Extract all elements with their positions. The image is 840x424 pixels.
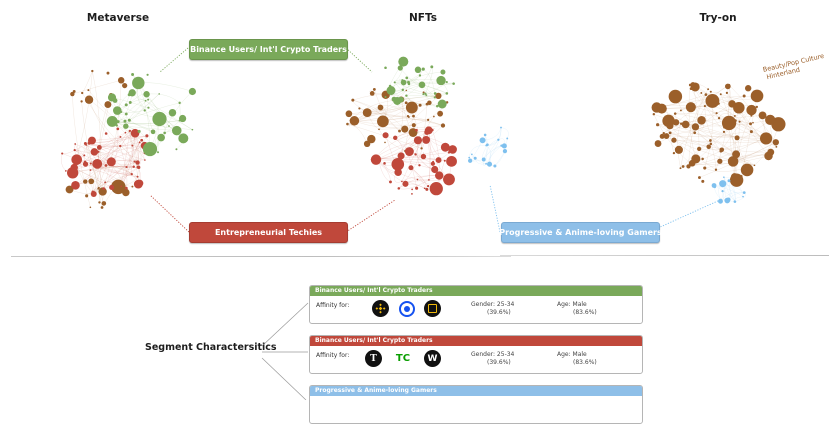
nytimes-logo-icon: T xyxy=(365,350,382,367)
wired-logo-icon: W xyxy=(424,350,441,367)
age-label: Age: Male xyxy=(557,301,597,309)
gender-percent: (39.6%) xyxy=(471,309,514,317)
gender-stat: Gender: 25-34 (39.6%) xyxy=(471,351,514,367)
gender-percent: (39.6%) xyxy=(471,359,514,367)
segment-card-crypto-traders: Binance Users/ Int'l Crypto Traders Affi… xyxy=(309,285,643,324)
segment-characteristics-title: Segment Charactersitics xyxy=(145,342,277,353)
techcrunch-logo-icon: TC xyxy=(392,350,414,367)
gate-logo-icon xyxy=(424,300,441,317)
affinity-label: Affinity for: xyxy=(316,302,349,309)
segment-card-anime-gamers: Progressive & Anime-loving Gamers xyxy=(309,385,643,424)
age-percent: (83.6%) xyxy=(557,359,597,367)
age-stat: Age: Male (83.6%) xyxy=(557,351,597,367)
gender-label: Gender: 25-34 xyxy=(471,351,514,359)
connector-line-3 xyxy=(262,358,306,400)
affinity-label: Affinity for: xyxy=(316,352,349,359)
gender-label: Gender: 25-34 xyxy=(471,301,514,309)
connector-line-1 xyxy=(262,303,308,346)
card-header: Progressive & Anime-loving Gamers xyxy=(310,386,642,396)
age-stat: Age: Male (83.6%) xyxy=(557,301,597,317)
coinbase-logo-icon xyxy=(399,301,415,317)
segment-card-entrepreneurial-techies: Binance Users/ Int'l Crypto Traders Affi… xyxy=(309,335,643,374)
card-header: Binance Users/ Int'l Crypto Traders xyxy=(310,336,642,346)
gender-stat: Gender: 25-34 (39.6%) xyxy=(471,301,514,317)
age-percent: (83.6%) xyxy=(557,309,597,317)
binance-logo-icon xyxy=(372,300,389,317)
card-header: Binance Users/ Int'l Crypto Traders xyxy=(310,286,642,296)
age-label: Age: Male xyxy=(557,351,597,359)
